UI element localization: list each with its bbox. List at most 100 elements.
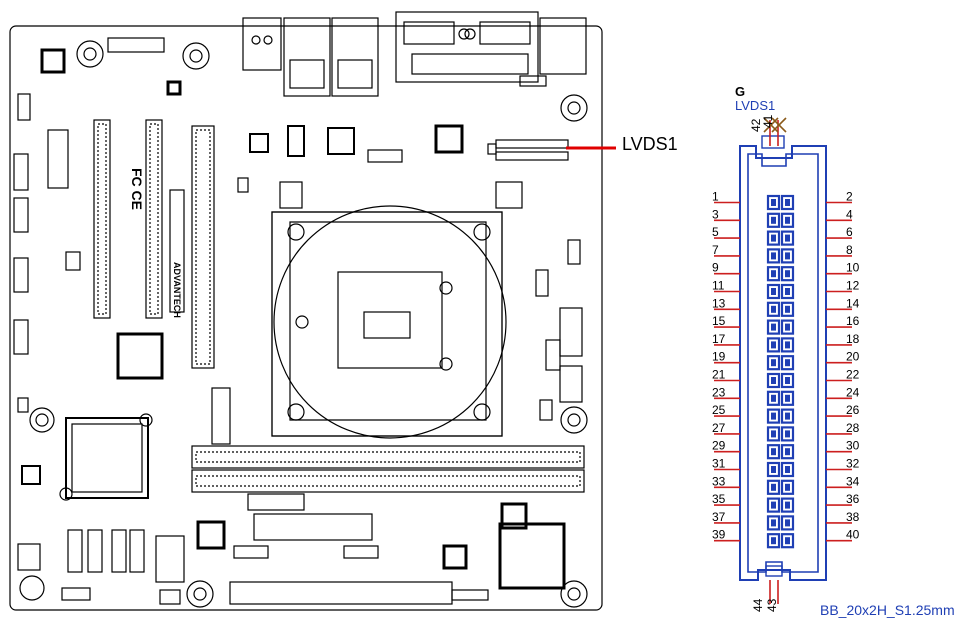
pin-number-left: 27 <box>712 421 726 435</box>
pad <box>780 497 795 513</box>
pad-core <box>771 234 776 242</box>
pad <box>766 390 781 406</box>
pad-core <box>771 305 776 313</box>
lvds1-callout-label: LVDS1 <box>622 134 678 154</box>
pad <box>780 230 795 246</box>
pad <box>780 444 795 460</box>
ref-designator: LVDS1 <box>735 98 775 113</box>
pad-core <box>785 483 790 491</box>
footprint-label: BB_20x2H_S1.25mm <box>820 602 955 618</box>
expansion-slots <box>93 119 215 369</box>
pin-number-left: 19 <box>712 350 726 364</box>
cpu-socket-area <box>271 181 507 439</box>
fcc-ce-mark: FC CE <box>129 168 145 210</box>
pad <box>766 479 781 495</box>
pad <box>766 533 781 549</box>
pad <box>780 266 795 282</box>
pad-core <box>785 288 790 295</box>
bottom-mount-pins: 44 43 <box>751 580 779 612</box>
pin-number-right: 38 <box>846 510 860 524</box>
motherboard-layout <box>9 11 603 611</box>
pad <box>766 266 781 282</box>
pad-core <box>785 377 790 384</box>
pad <box>780 248 795 264</box>
pin-number-left: 9 <box>712 261 719 275</box>
pin-number-right: 22 <box>846 368 860 382</box>
pin-44-label: 44 <box>751 598 765 612</box>
pad <box>766 355 781 371</box>
pad-core <box>785 448 790 456</box>
pad-core <box>771 466 776 473</box>
pad-core <box>771 341 776 349</box>
pad <box>780 461 795 478</box>
pin-number-left: 23 <box>712 385 726 399</box>
pad-core <box>771 288 776 295</box>
pad <box>766 212 781 228</box>
pad-core <box>771 430 776 438</box>
advantech-silkscreen: ADVANTECH <box>172 262 182 318</box>
pad-core <box>771 394 776 402</box>
pad <box>780 515 795 531</box>
pin-number-right: 30 <box>846 439 860 453</box>
group-letter: G <box>735 84 745 99</box>
pad <box>766 444 781 460</box>
pin-42-label: 42 <box>749 118 763 132</box>
pad <box>766 301 781 317</box>
pin-number-left: 37 <box>712 510 726 524</box>
pin-number-right: 26 <box>846 403 860 417</box>
pin-number-right: 4 <box>846 207 853 221</box>
top-mount-pins: 42 41 <box>749 114 787 146</box>
pad <box>766 230 781 246</box>
pin-number-left: 5 <box>712 225 719 239</box>
pad-core <box>771 359 776 367</box>
pin-number-left: 33 <box>712 474 726 488</box>
pad-core <box>785 199 790 206</box>
pad-core <box>785 270 790 278</box>
pad <box>766 461 781 478</box>
pin-number-left: 31 <box>712 457 726 471</box>
pad <box>780 319 795 335</box>
pad-core <box>785 412 790 420</box>
pad <box>780 355 795 371</box>
pin-number-right: 40 <box>846 528 860 542</box>
pad-core <box>785 537 790 545</box>
pin-number-right: 14 <box>846 296 860 310</box>
pin-41-label: 41 <box>761 114 775 128</box>
pad <box>780 194 795 211</box>
pad <box>780 390 795 406</box>
pad <box>780 426 795 442</box>
pin-number-right: 16 <box>846 314 860 328</box>
pad-core <box>771 519 776 527</box>
pin-number-left: 7 <box>712 243 719 257</box>
pin-number-right: 28 <box>846 421 860 435</box>
pad <box>766 319 781 335</box>
pad <box>766 248 781 264</box>
pad <box>780 301 795 317</box>
pad-core <box>785 234 790 242</box>
pad-core <box>785 501 790 509</box>
pin-number-left: 17 <box>712 332 726 346</box>
pad <box>766 426 781 442</box>
pad-core <box>771 270 776 278</box>
pad <box>780 533 795 549</box>
pin-number-right: 18 <box>846 332 860 346</box>
pin-43-label: 43 <box>765 598 779 612</box>
pin-number-left: 13 <box>712 296 726 310</box>
pad-core <box>771 501 776 509</box>
pad <box>780 479 795 495</box>
pin-number-left: 25 <box>712 403 726 417</box>
pin-number-right: 8 <box>846 243 853 257</box>
pad-core <box>771 483 776 491</box>
pin-number-left: 3 <box>712 207 719 221</box>
pin-number-left: 21 <box>712 368 726 382</box>
pad <box>780 372 795 389</box>
pad-core <box>785 466 790 473</box>
pin-number-left: 35 <box>712 492 726 506</box>
pin-number-right: 32 <box>846 457 860 471</box>
pad-core <box>785 519 790 527</box>
pad <box>766 497 781 513</box>
pin-number-right: 20 <box>846 350 860 364</box>
pin-number-right: 2 <box>846 190 853 204</box>
pad-core <box>785 394 790 402</box>
